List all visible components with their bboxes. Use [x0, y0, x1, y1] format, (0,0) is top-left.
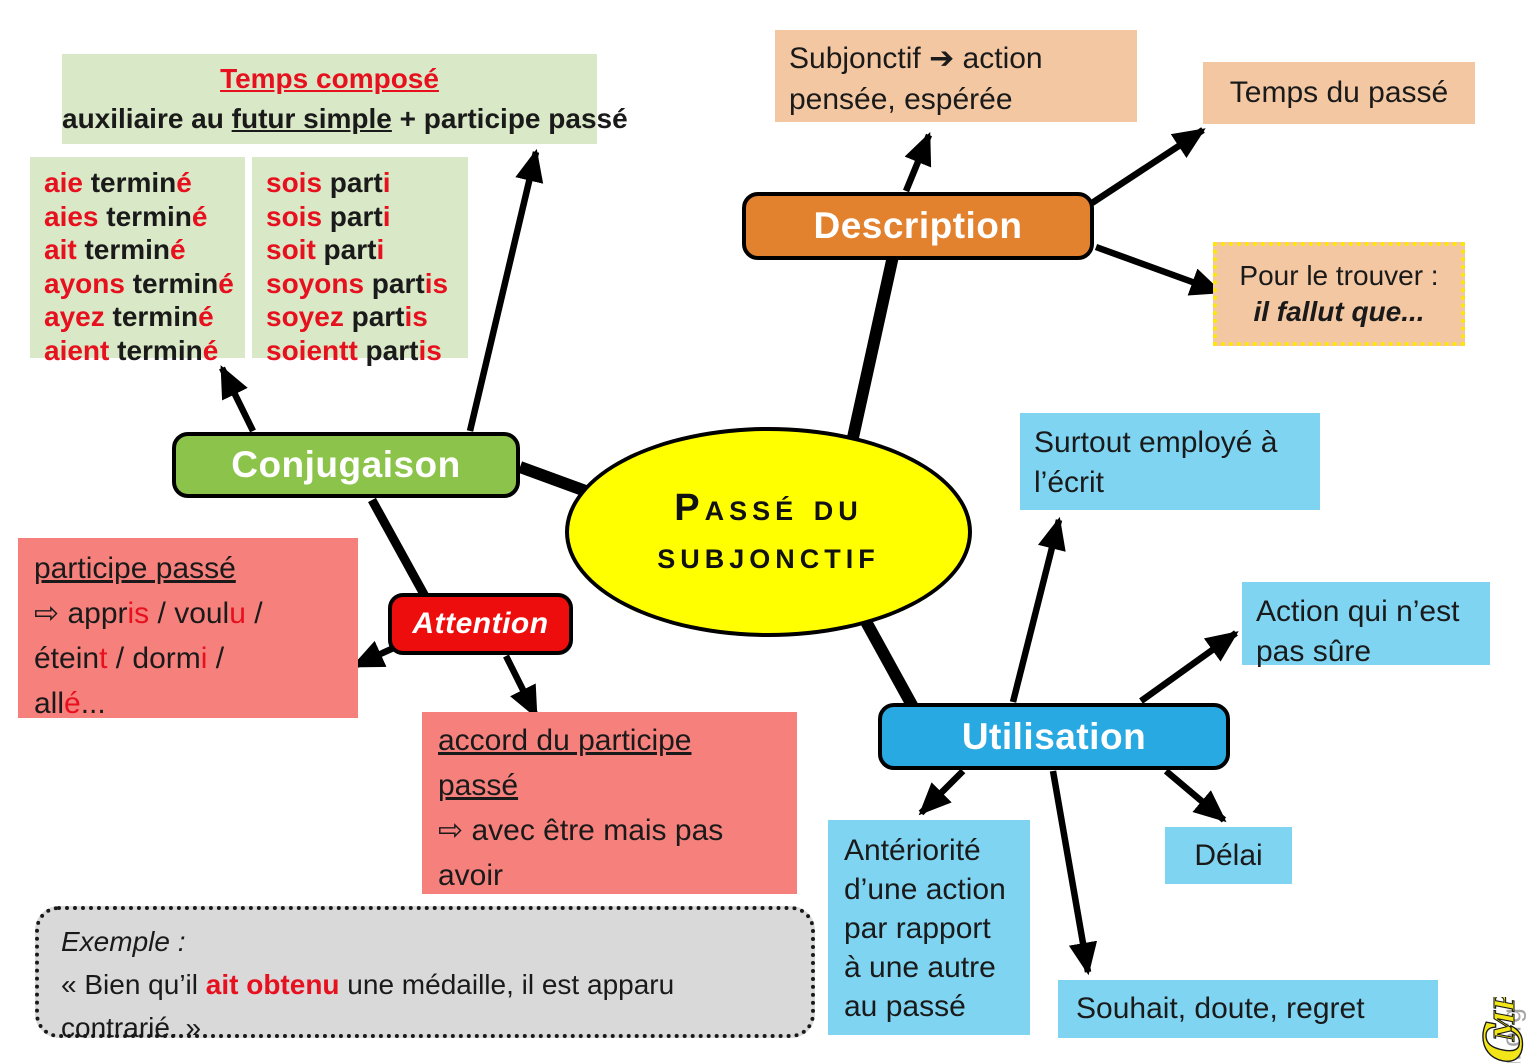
- souhait-doute-regret-box: Souhait, doute, regret: [1058, 980, 1438, 1038]
- surtout-ecrit-box: Surtout employé à l’écrit: [1020, 413, 1320, 510]
- attention-node: Attention: [388, 593, 573, 655]
- action-pas-sure-box: Action qui n’est pas sûre: [1242, 582, 1490, 668]
- arrow-lines: [219, 127, 1239, 976]
- pour-le-trouver-line1: Pour le trouver :: [1239, 260, 1439, 291]
- action-pas-sure-line1: Action qui n’est: [1256, 595, 1460, 628]
- surtout-line2: l’écrit: [1034, 466, 1105, 499]
- participe-passe-box: participe passé⇨ appris / voulu /éteint …: [18, 538, 358, 720]
- exemple-box: Exemple :« Bien qu’il ait obtenu une méd…: [35, 906, 815, 1043]
- central-topic-ellipse: Passé du subjonctif: [565, 427, 972, 637]
- pour-le-trouver-box: Pour le trouver : il fallut que...: [1213, 242, 1465, 346]
- description-node: Description: [742, 192, 1094, 260]
- delai-box: Délai: [1165, 827, 1292, 884]
- logo-letters-mp: MP: [1490, 997, 1521, 1042]
- subjonctif-action-line1: Subjonctif ➔ action: [789, 42, 1043, 75]
- logo-letter-c: C: [1474, 1022, 1534, 1063]
- conjugaison-node: Conjugaison: [172, 432, 520, 498]
- temps-du-passe-box: Temps du passé: [1203, 62, 1475, 124]
- central-topic-line2: subjonctif: [657, 535, 880, 577]
- utilisation-node: Utilisation: [878, 703, 1230, 770]
- central-topic-line1: Passé du: [674, 487, 863, 529]
- pour-le-trouver-line2: il fallut que...: [1253, 296, 1425, 327]
- action-pas-sure-line2: pas sûre: [1256, 635, 1372, 668]
- surtout-line1: Surtout employé à: [1034, 426, 1278, 459]
- cmp-logo: C MP: [1473, 997, 1534, 1063]
- subjonctif-action-box: Subjonctif ➔ action pensée, espérée: [775, 30, 1137, 122]
- subjonctif-action-line2: pensée, espérée: [789, 83, 1013, 116]
